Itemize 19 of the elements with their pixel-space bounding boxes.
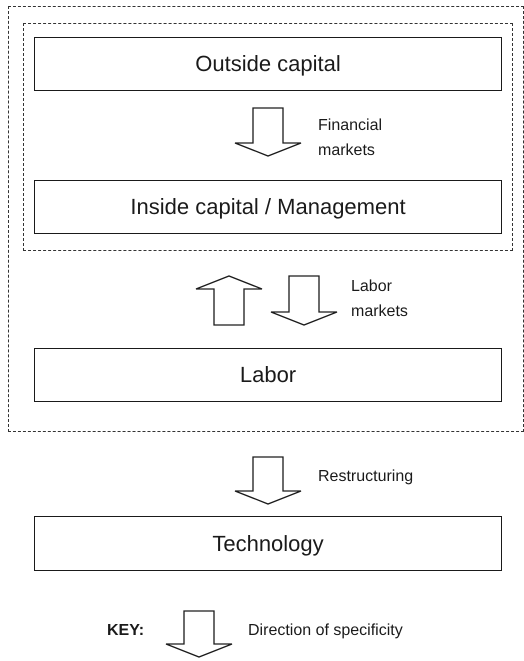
process-box — [34, 180, 502, 234]
edge-label: Financial markets — [318, 116, 384, 161]
box-label: Inside capital / Management — [130, 194, 406, 220]
dashed-group-box — [23, 23, 513, 251]
dashed-group-box — [8, 6, 524, 432]
process-box — [34, 37, 502, 91]
process-box — [34, 348, 502, 402]
block-arrow — [234, 107, 302, 157]
box-label: Technology — [212, 530, 324, 556]
box-label: Outside capital — [195, 51, 341, 77]
legend-label: Direction of specificity — [248, 621, 403, 641]
edge-label: Restructuring — [318, 467, 414, 487]
box-label: Labor — [240, 362, 296, 388]
key-heading: KEY: — [107, 621, 144, 641]
process-box — [34, 516, 502, 571]
block-arrow — [195, 275, 263, 326]
block-arrow — [270, 275, 338, 326]
block-arrow — [234, 456, 302, 505]
edge-label: Labor markets — [351, 277, 409, 322]
